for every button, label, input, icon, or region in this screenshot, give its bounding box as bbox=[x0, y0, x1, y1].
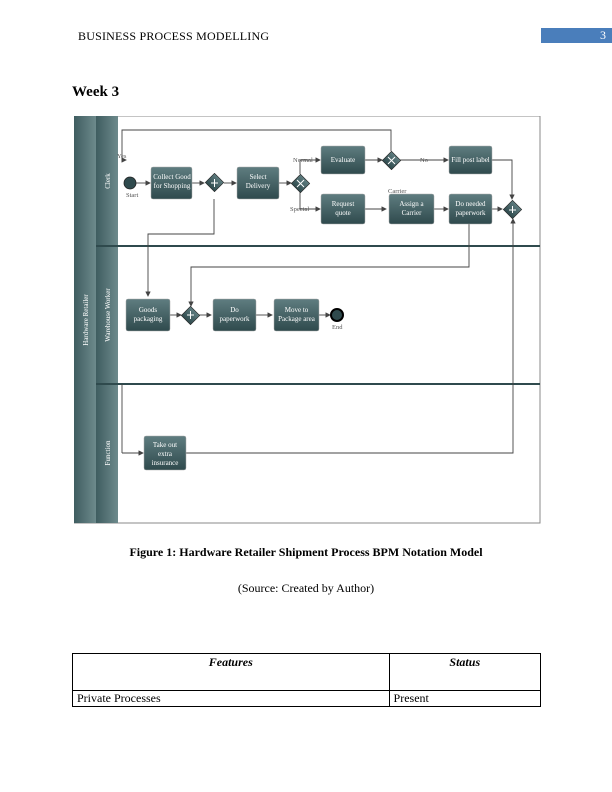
svg-text:Do needed: Do needed bbox=[455, 200, 486, 208]
task-assign-carrier: Assign a Carrier bbox=[388, 193, 435, 225]
svg-text:Do: Do bbox=[230, 306, 239, 314]
svg-text:packaging: packaging bbox=[134, 315, 163, 323]
svg-text:paperwork: paperwork bbox=[456, 209, 486, 217]
task-move-to-package-area: Move to Package area bbox=[273, 298, 320, 332]
task-collect-good: Collect Good for Shopping bbox=[150, 166, 193, 200]
task-take-out-insurance: Take out extra insurance bbox=[143, 435, 187, 471]
start-event bbox=[123, 176, 137, 190]
svg-text:paperwork: paperwork bbox=[220, 315, 250, 323]
svg-text:Move to: Move to bbox=[285, 306, 309, 314]
end-event bbox=[330, 308, 344, 322]
bpmn-diagram: Hardware Retailer Clerk Warehouse Worker… bbox=[74, 116, 541, 524]
task-select-delivery: Select Delivery bbox=[236, 166, 280, 200]
features-table: Features Status Private Processes Presen… bbox=[72, 653, 542, 707]
label-yes: Yes bbox=[117, 153, 127, 160]
svg-text:Collect Good: Collect Good bbox=[153, 173, 191, 181]
label-carrier-note: Carrier bbox=[388, 188, 407, 195]
column-header-status: Status bbox=[388, 653, 542, 691]
running-header-title: BUSINESS PROCESS MODELLING bbox=[78, 29, 270, 43]
pool-label: Hardware Retailer bbox=[82, 294, 90, 346]
table-cell-status: Present bbox=[388, 690, 542, 707]
figure-source: (Source: Created by Author) bbox=[237, 581, 375, 595]
svg-text:Delivery: Delivery bbox=[246, 182, 271, 190]
task-do-needed-paperwork: Do needed paperwork bbox=[448, 193, 493, 225]
lane-label-warehouse: Warehouse Worker bbox=[104, 288, 112, 342]
svg-text:extra: extra bbox=[158, 450, 173, 458]
table-header-row: Features Status bbox=[72, 653, 542, 691]
svg-text:Carrier: Carrier bbox=[402, 209, 422, 217]
task-evaluate: Evaluate bbox=[320, 145, 366, 175]
svg-text:insurance: insurance bbox=[152, 459, 179, 467]
task-do-paperwork: Do paperwork bbox=[212, 298, 257, 332]
section-heading: Week 3 bbox=[72, 84, 120, 100]
label-start: Start bbox=[126, 192, 138, 199]
svg-text:Take out: Take out bbox=[153, 441, 177, 449]
label-special: Special bbox=[290, 206, 309, 213]
page-number-badge: 3 bbox=[541, 28, 612, 43]
label-no: No bbox=[420, 157, 428, 164]
svg-text:for Shopping: for Shopping bbox=[154, 182, 191, 190]
lane-header-function bbox=[96, 384, 118, 523]
figure-caption: Figure 1: Hardware Retailer Shipment Pro… bbox=[129, 545, 483, 559]
svg-text:Assign a: Assign a bbox=[399, 200, 424, 208]
table-cell-feature: Private Processes bbox=[72, 690, 390, 707]
lane-label-function: Function bbox=[104, 440, 112, 465]
pool-header bbox=[74, 116, 96, 523]
table-row: Private Processes Present bbox=[72, 690, 542, 707]
lane-header-clerk bbox=[96, 116, 118, 246]
task-fill-post-label: Fill post label bbox=[448, 145, 493, 175]
task-goods-packaging: Goods packaging bbox=[125, 298, 171, 332]
svg-text:Select: Select bbox=[249, 173, 266, 181]
lane-header-warehouse bbox=[96, 246, 118, 384]
label-end: End bbox=[332, 324, 343, 331]
svg-text:Goods: Goods bbox=[139, 306, 158, 314]
svg-text:quote: quote bbox=[335, 209, 351, 217]
label-normal: Normal bbox=[293, 157, 313, 164]
column-header-features: Features bbox=[72, 653, 390, 691]
svg-text:Fill post label: Fill post label bbox=[451, 156, 490, 164]
svg-text:Package area: Package area bbox=[278, 315, 316, 323]
task-request-quote: Request quote bbox=[320, 193, 366, 225]
svg-text:Evaluate: Evaluate bbox=[331, 156, 356, 164]
lane-label-clerk: Clerk bbox=[104, 173, 112, 189]
svg-text:Request: Request bbox=[332, 200, 355, 208]
